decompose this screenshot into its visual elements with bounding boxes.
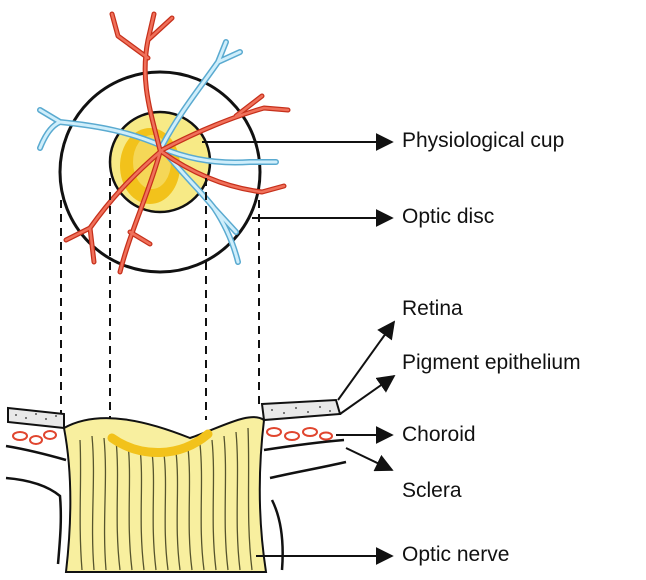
cross-section: [5, 398, 347, 573]
label-physiological-cup: Physiological cup: [402, 129, 565, 152]
retina-layer-left: [7, 406, 65, 430]
arrow-retina: [337, 320, 396, 401]
retinal-veins: [37, 39, 279, 265]
cup-crescent: [107, 429, 213, 457]
label-optic-nerve: Optic nerve: [402, 543, 510, 566]
label-optic-disc: Optic disc: [402, 205, 495, 228]
projection-lines: [60, 178, 260, 420]
label-retina: Retina: [402, 297, 463, 320]
choroid-vessels: [12, 427, 333, 445]
arrow-pigment-epithelium: [339, 374, 396, 415]
arrow-sclera: [345, 447, 394, 472]
leader-arrows: [202, 133, 396, 565]
retinal-arteries: [63, 11, 291, 275]
label-sclera: Sclera: [402, 479, 462, 502]
label-choroid: Choroid: [402, 423, 476, 446]
label-pigment-epithelium: Pigment epithelium: [402, 351, 581, 374]
retina-layer-right: [260, 398, 342, 422]
sclera-lines: [5, 438, 347, 571]
